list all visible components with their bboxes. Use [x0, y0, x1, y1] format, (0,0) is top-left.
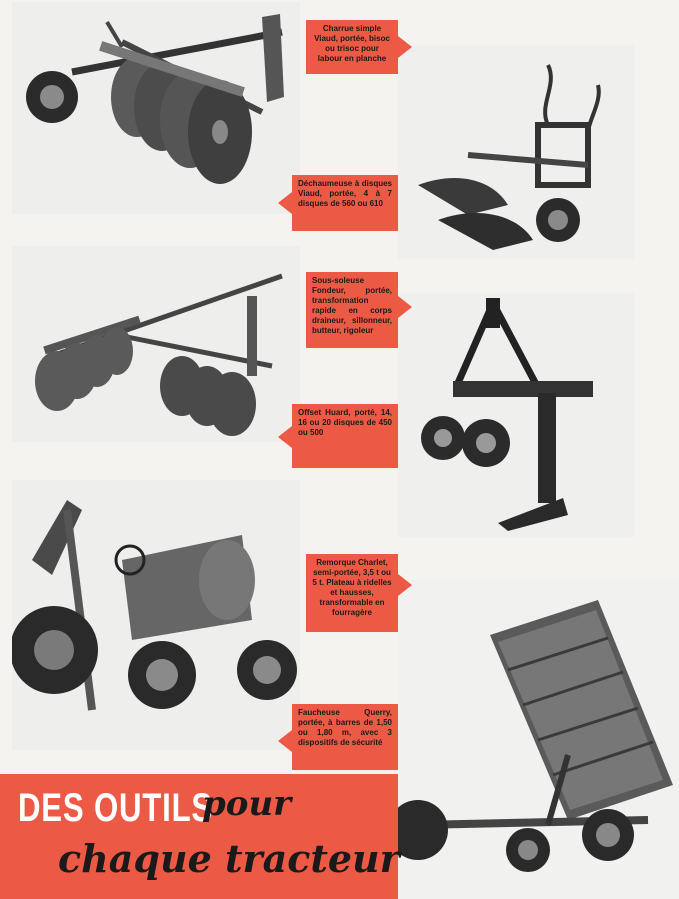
callout-dechaumeuse-text: Déchaumeuse à disques Viaud, portée, 4 à… — [292, 175, 398, 231]
callout-faucheuse-text: Faucheuse Querry, portée, à barres de 1,… — [292, 704, 398, 770]
banner-title-pour: pour — [202, 784, 292, 824]
tractor-illustration — [12, 480, 300, 750]
photo-plough — [398, 45, 634, 259]
photo-tipping-trailer — [398, 580, 679, 899]
arrow-right-icon — [398, 296, 412, 318]
trailer-illustration — [398, 580, 679, 899]
disc-harrow-illustration — [12, 2, 300, 214]
callout-offset-text: Offset Huard, porté, 14, 16 ou 20 disque… — [292, 404, 398, 468]
arrow-right-icon — [398, 574, 412, 596]
photo-offset-harrow — [12, 246, 300, 442]
photo-disc-harrow — [12, 2, 300, 214]
photo-subsoiler — [398, 293, 634, 537]
callout-remorque-text: Remorque Charlet, semi-portée, 3,5 t ou … — [306, 554, 398, 632]
photo-tractor-mower — [12, 480, 300, 750]
arrow-left-icon — [278, 192, 292, 214]
arrow-right-icon — [398, 36, 412, 58]
arrow-left-icon — [278, 730, 292, 752]
title-banner: DES OUTILS pour chaque tracteur — [0, 774, 400, 899]
offset-harrow-illustration — [12, 246, 300, 442]
callout-sous-soleuse-text: Sous-soleuse Fondeur, portée, transforma… — [306, 272, 398, 348]
callout-charrue-text: Charrue simple Viaud, portée, bisoc ou t… — [306, 20, 398, 74]
banner-title-line2: chaque tracteur — [58, 836, 400, 881]
plough-illustration — [398, 45, 634, 259]
arrow-left-icon — [278, 426, 292, 448]
subsoiler-illustration — [398, 293, 634, 537]
banner-title-line1: DES OUTILS — [18, 786, 214, 830]
